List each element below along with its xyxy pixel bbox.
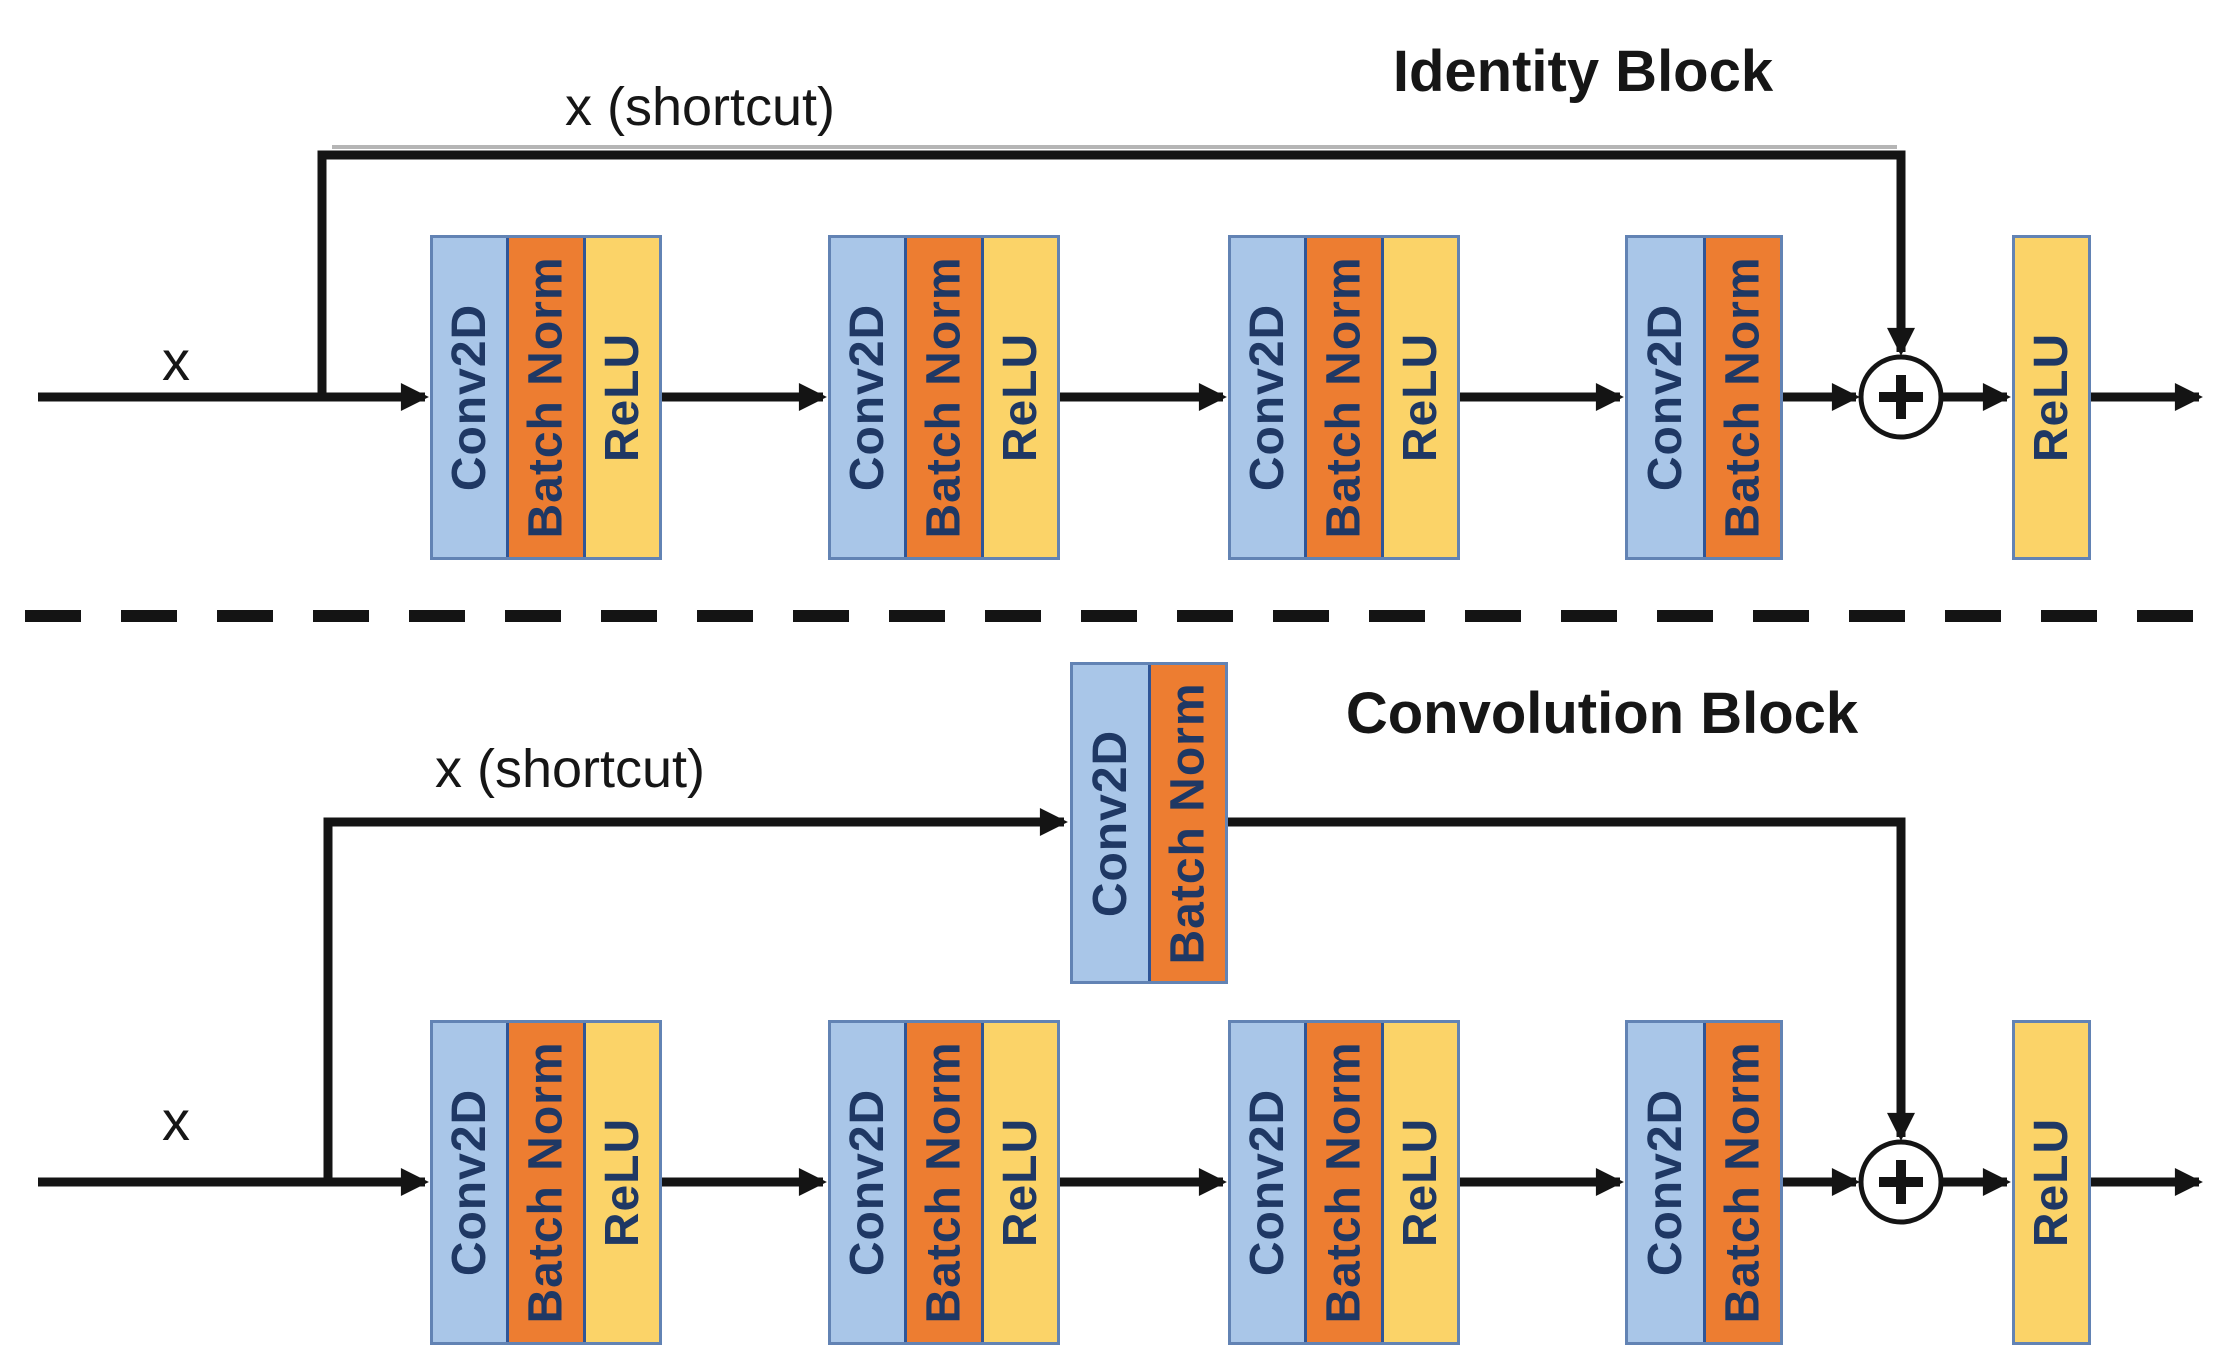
layer-label: Conv2D xyxy=(841,303,895,492)
layer-label: Conv2D xyxy=(1241,303,1295,492)
layer-label: ReLU xyxy=(993,1117,1047,1248)
layer-label: Batch Norm xyxy=(1716,1041,1770,1324)
convolution-shortcut-label: x (shortcut) xyxy=(434,739,706,799)
relu-layer: ReLU xyxy=(2015,1023,2088,1342)
layer-label: Batch Norm xyxy=(917,1041,971,1324)
convolution-block-title: Convolution Block xyxy=(1345,681,1859,746)
batch-norm-layer: Batch Norm xyxy=(1702,238,1780,557)
conv2d-layer: Conv2D xyxy=(831,238,905,557)
layer-label: Conv2D xyxy=(1083,729,1137,917)
conv2d-layer: Conv2D xyxy=(831,1023,905,1342)
layer-label: Batch Norm xyxy=(519,1041,573,1324)
layer-label: Conv2D xyxy=(1638,1088,1692,1277)
batch-norm-layer: Batch Norm xyxy=(1147,665,1225,981)
batch-norm-layer: Batch Norm xyxy=(1702,1023,1780,1342)
conv2d-layer: Conv2D xyxy=(433,238,507,557)
convolution-stage-2-block: Conv2D Batch Norm ReLU xyxy=(828,1020,1060,1345)
layer-label: Batch Norm xyxy=(1161,681,1215,965)
plus-icon xyxy=(1879,1160,1923,1204)
layer-label: ReLU xyxy=(993,332,1047,463)
conv2d-layer: Conv2D xyxy=(1628,1023,1703,1342)
identity-input-label: x xyxy=(162,329,190,392)
identity-shortcut-label: x (shortcut) xyxy=(564,77,836,137)
layer-label: Conv2D xyxy=(1241,1088,1295,1277)
layer-label: Conv2D xyxy=(443,303,497,492)
convolution-shortcut-branch xyxy=(323,808,1068,1182)
relu-layer: ReLU xyxy=(980,238,1057,557)
conv2d-layer: Conv2D xyxy=(1073,665,1148,981)
layer-label: Batch Norm xyxy=(1317,1041,1371,1324)
plus-icon xyxy=(1879,375,1923,419)
layer-label: Conv2D xyxy=(1638,303,1692,492)
identity-shortcut-path xyxy=(317,150,1915,397)
layer-label: ReLU xyxy=(595,1117,649,1248)
layer-label: ReLU xyxy=(2025,332,2078,463)
convolution-input-label: x xyxy=(162,1089,190,1152)
batch-norm-layer: Batch Norm xyxy=(1304,238,1381,557)
convolution-final-relu-block: ReLU xyxy=(2012,1020,2091,1345)
layer-label: Batch Norm xyxy=(1317,256,1371,539)
batch-norm-layer: Batch Norm xyxy=(904,238,981,557)
identity-stage-2-block: Conv2D Batch Norm ReLU xyxy=(828,235,1060,560)
identity-stage-4-block: Conv2D Batch Norm xyxy=(1625,235,1783,560)
conv2d-layer: Conv2D xyxy=(1628,238,1703,557)
convolution-stage-4-block: Conv2D Batch Norm xyxy=(1625,1020,1783,1345)
identity-final-relu-block: ReLU xyxy=(2012,235,2091,560)
convolution-stage-3-block: Conv2D Batch Norm ReLU xyxy=(1228,1020,1460,1345)
batch-norm-layer: Batch Norm xyxy=(506,1023,583,1342)
layer-label: Batch Norm xyxy=(1716,256,1770,539)
layer-label: Conv2D xyxy=(841,1088,895,1277)
layer-label: Batch Norm xyxy=(519,256,573,539)
relu-layer: ReLU xyxy=(582,238,659,557)
convolution-stage-1-block: Conv2D Batch Norm ReLU xyxy=(430,1020,662,1345)
batch-norm-layer: Batch Norm xyxy=(506,238,583,557)
layer-label: ReLU xyxy=(1393,332,1447,463)
layer-label: ReLU xyxy=(1393,1117,1447,1248)
identity-stage-3-block: Conv2D Batch Norm ReLU xyxy=(1228,235,1460,560)
identity-stage-1-block: Conv2D Batch Norm ReLU xyxy=(430,235,662,560)
relu-layer: ReLU xyxy=(1380,238,1457,557)
layer-label: ReLU xyxy=(595,332,649,463)
convolution-shortcut-block: Conv2D Batch Norm xyxy=(1070,662,1228,984)
relu-layer: ReLU xyxy=(1380,1023,1457,1342)
conv2d-layer: Conv2D xyxy=(1231,238,1305,557)
relu-layer: ReLU xyxy=(2015,238,2088,557)
layer-label: Conv2D xyxy=(443,1088,497,1277)
batch-norm-layer: Batch Norm xyxy=(1304,1023,1381,1342)
convolution-shortcut-to-add-path xyxy=(1228,817,1915,1141)
conv2d-layer: Conv2D xyxy=(1231,1023,1305,1342)
layer-label: Batch Norm xyxy=(917,256,971,539)
conv2d-layer: Conv2D xyxy=(433,1023,507,1342)
relu-layer: ReLU xyxy=(980,1023,1057,1342)
layer-label: ReLU xyxy=(2025,1117,2078,1248)
relu-layer: ReLU xyxy=(582,1023,659,1342)
batch-norm-layer: Batch Norm xyxy=(904,1023,981,1342)
identity-block-title: Identity Block xyxy=(1392,39,1774,104)
